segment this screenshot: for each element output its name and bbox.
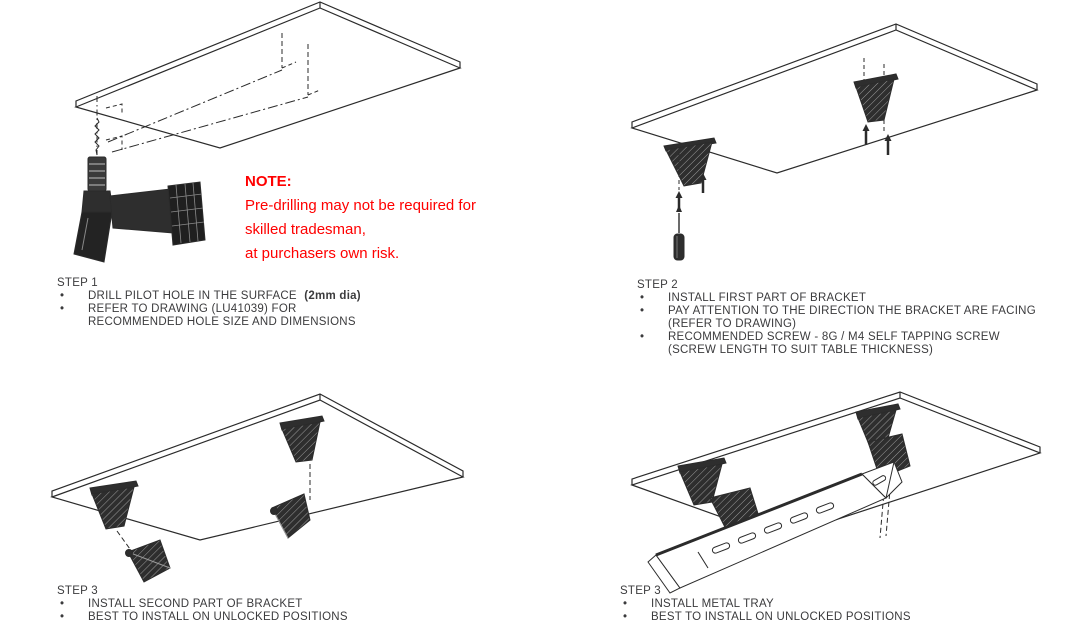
bullet-line: • DRILL PILOT HOLE IN THE SURFACE (2mm d…: [57, 290, 417, 303]
step-title: STEP 3: [57, 585, 98, 597]
screwdriver-icon: [673, 205, 685, 261]
step3-right-instructions: STEP 3 • INSTALL METAL TRAY • BEST TO IN…: [620, 585, 1020, 624]
bracket-first-part: [663, 137, 717, 187]
tabletop-underside: [630, 23, 1039, 174]
step-title: STEP 2: [637, 279, 678, 291]
step-title: STEP 1: [57, 277, 98, 289]
bullet-dot: •: [623, 598, 628, 610]
bullet-text: (REFER TO DRAWING): [668, 318, 797, 330]
bullet-text: INSTALL SECOND PART OF BRACKET: [88, 598, 303, 610]
bullet-text: RECOMMENDED SCREW - 8G / M4 SELF TAPPING…: [668, 331, 1000, 343]
note-title: NOTE:: [245, 173, 292, 190]
bullet-dot: [637, 344, 668, 357]
bullet-line: • REFER TO DRAWING (LU41039) FOR: [57, 303, 417, 316]
note-line: at purchasers own risk.: [245, 245, 400, 262]
drill-handle: [73, 211, 113, 263]
step1-instructions: STEP 1 • DRILL PILOT HOLE IN THE SURFACE…: [57, 277, 417, 329]
bullet-dot: •: [640, 331, 645, 343]
step-title: STEP 3: [620, 585, 661, 597]
bracket-first-part: [279, 415, 325, 463]
bullet-text: INSTALL FIRST PART OF BRACKET: [668, 292, 867, 304]
pilot-hole-guide-lines: [96, 33, 321, 155]
bullet-line: (REFER TO DRAWING): [637, 318, 1067, 331]
drill-motor-arm: [109, 188, 174, 234]
drill-chuck: [87, 156, 107, 192]
step2-instructions: STEP 2 • INSTALL FIRST PART OF BRACKET •…: [637, 279, 1067, 357]
bullet-text: BEST TO INSTALL ON UNLOCKED POSITIONS: [651, 611, 911, 623]
bullet-dot: •: [623, 611, 628, 623]
bracket-assembled: [855, 403, 911, 479]
bracket-first-part: [853, 58, 899, 134]
drill-body: [81, 190, 114, 213]
bullet-dot: •: [640, 292, 645, 304]
step2-illustration: [630, 23, 1039, 261]
note-line: skilled tradesman,: [245, 221, 366, 238]
bullet-text: BEST TO INSTALL ON UNLOCKED POSITIONS: [88, 611, 348, 623]
bullet-text: REFER TO DRAWING (LU41039) FOR: [88, 303, 297, 315]
metal-tray: [647, 461, 903, 594]
bullet-dot: •: [60, 611, 65, 623]
bullet-dot: •: [60, 303, 65, 315]
drill-icon: [73, 117, 206, 263]
bullet-line: • BEST TO INSTALL ON UNLOCKED POSITIONS: [57, 611, 417, 624]
assembly-guide-line: [116, 530, 131, 550]
bullet-line: • BEST TO INSTALL ON UNLOCKED POSITIONS: [620, 611, 1020, 624]
bullet-line: RECOMMENDED HOLE SIZE AND DIMENSIONS: [57, 316, 417, 329]
predrill-note: NOTE: Pre-drilling may not be required f…: [245, 170, 476, 266]
bullet-dot: •: [60, 290, 65, 302]
bullet-dot: •: [640, 305, 645, 317]
step1-illustration: [73, 1, 462, 263]
bullet-text: RECOMMENDED HOLE SIZE AND DIMENSIONS: [88, 316, 356, 328]
bullet-line: (SCREW LENGTH TO SUIT TABLE THICKNESS): [637, 344, 1067, 357]
tabletop-underside: [74, 1, 462, 149]
note-line: Pre-drilling may not be required for: [245, 197, 476, 214]
bullet-text: (SCREW LENGTH TO SUIT TABLE THICKNESS): [668, 344, 934, 356]
bullet-line: • INSTALL FIRST PART OF BRACKET: [637, 292, 1067, 305]
drill-battery: [167, 181, 206, 246]
bullet-text: PAY ATTENTION TO THE DIRECTION THE BRACK…: [668, 305, 1036, 317]
drill-bit: [94, 117, 100, 156]
bullet-text: INSTALL METAL TRAY: [651, 598, 774, 610]
bullet-line: • INSTALL METAL TRAY: [620, 598, 1020, 611]
bullet-line: • INSTALL SECOND PART OF BRACKET: [57, 598, 417, 611]
step3-left-instructions: STEP 3 • INSTALL SECOND PART OF BRACKET …: [57, 585, 417, 624]
bullet-dot: [637, 318, 668, 331]
bracket-first-part: [89, 480, 139, 530]
step4-illustration: [630, 391, 1042, 594]
bullet-dot: •: [60, 598, 65, 610]
step3-illustration: [50, 393, 465, 583]
bracket-second-part: [270, 493, 311, 539]
bullet-line: • PAY ATTENTION TO THE DIRECTION THE BRA…: [637, 305, 1067, 318]
bullet-text-bold: (2mm dia): [304, 290, 361, 302]
screw-icon: [862, 124, 892, 155]
bracket-second-part: [125, 539, 171, 583]
bullet-text: DRILL PILOT HOLE IN THE SURFACE: [88, 290, 301, 302]
bullet-line: • RECOMMENDED SCREW - 8G / M4 SELF TAPPI…: [637, 331, 1067, 344]
tabletop-underside: [50, 393, 465, 541]
bullet-dot: [57, 316, 88, 329]
